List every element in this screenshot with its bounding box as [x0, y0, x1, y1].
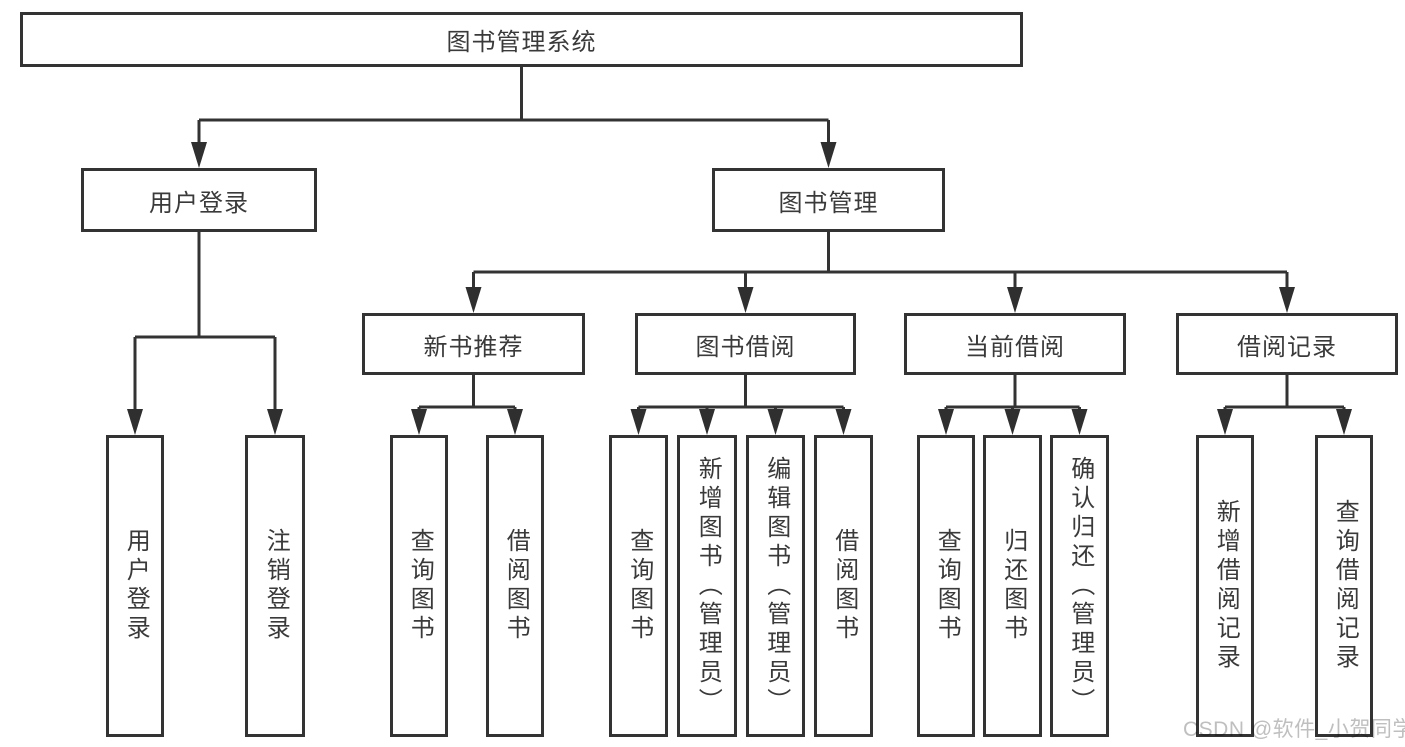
- node-new-book-recommend: 新书推荐: [362, 313, 585, 375]
- node-label: 图书管理: [778, 189, 879, 217]
- node-book-borrowing: 图书借阅: [635, 313, 856, 375]
- leaf-label: 借阅图书: [830, 528, 858, 644]
- node-label: 当前借阅: [965, 333, 1065, 361]
- leaf-label: 借阅图书: [502, 528, 530, 644]
- leaf-bb-add-books-admin: 新增图书（管理员）: [677, 435, 737, 737]
- leaf-bb-borrow-books: 借阅图书: [814, 435, 873, 737]
- node-label: 借阅记录: [1237, 333, 1337, 361]
- node-current-borrowing: 当前借阅: [904, 313, 1126, 375]
- leaf-cb-confirm-return-admin: 确认归还（管理员）: [1050, 435, 1109, 737]
- leaf-label: 归还图书: [999, 528, 1027, 644]
- arrowhead: [630, 409, 647, 435]
- arrowhead: [1071, 409, 1088, 435]
- leaf-label: 编辑图书（管理员）: [762, 455, 790, 717]
- leaf-label: 查询图书: [625, 528, 653, 644]
- leaf-label: 注销登录: [262, 528, 290, 644]
- leaf-br-query-record: 查询借阅记录: [1315, 435, 1373, 737]
- leaf-cb-query-books: 查询图书: [917, 435, 975, 737]
- arrowhead: [127, 409, 143, 435]
- arrowhead: [1217, 409, 1233, 435]
- leaf-label: 查询借阅记录: [1331, 499, 1359, 673]
- arrowhead: [1007, 287, 1023, 313]
- leaf-bb-query-books: 查询图书: [609, 435, 668, 737]
- arrowhead: [699, 409, 715, 435]
- arrowhead: [507, 409, 523, 435]
- arrowhead: [737, 287, 754, 313]
- leaf-bb-edit-books-admin: 编辑图书（管理员）: [746, 435, 805, 737]
- node-library-system: 图书管理系统: [20, 12, 1023, 67]
- node-label: 用户登录: [149, 189, 249, 217]
- leaf-cb-return-books: 归还图书: [983, 435, 1042, 737]
- arrowhead: [835, 409, 852, 435]
- leaf-label: 新增借阅记录: [1212, 499, 1240, 673]
- arrowhead: [1336, 409, 1352, 435]
- leaf-label: 用户登录: [122, 528, 150, 644]
- arrowhead: [820, 142, 837, 168]
- leaf-label: 新增图书（管理员）: [694, 455, 722, 717]
- leaf-label: 确认归还（管理员）: [1066, 455, 1094, 717]
- node-label: 图书借阅: [695, 333, 796, 361]
- arrowhead: [1004, 409, 1021, 435]
- leaf-label: 查询图书: [406, 528, 434, 644]
- arrowhead: [938, 409, 954, 435]
- arrowhead: [191, 142, 207, 168]
- arrowhead: [411, 409, 427, 435]
- node-label: 新书推荐: [423, 333, 524, 361]
- leaf-br-add-record: 新增借阅记录: [1196, 435, 1254, 737]
- arrowhead: [267, 409, 283, 435]
- node-borrowing-records: 借阅记录: [1176, 313, 1398, 375]
- arrowhead: [767, 409, 784, 435]
- node-book-management: 图书管理: [712, 168, 945, 232]
- leaf-logout: 注销登录: [245, 435, 305, 737]
- leaf-nb-query-books: 查询图书: [390, 435, 448, 737]
- leaf-user-login: 用户登录: [106, 435, 164, 737]
- arrowhead: [465, 287, 482, 313]
- csdn-watermark: CSDN @软件_小贺同学: [1183, 718, 1405, 741]
- node-label: 图书管理系统: [446, 29, 597, 56]
- node-user-login: 用户登录: [81, 168, 317, 232]
- leaf-nb-borrow-books: 借阅图书: [486, 435, 544, 737]
- arrowhead: [1279, 287, 1295, 313]
- leaf-label: 查询图书: [933, 528, 961, 644]
